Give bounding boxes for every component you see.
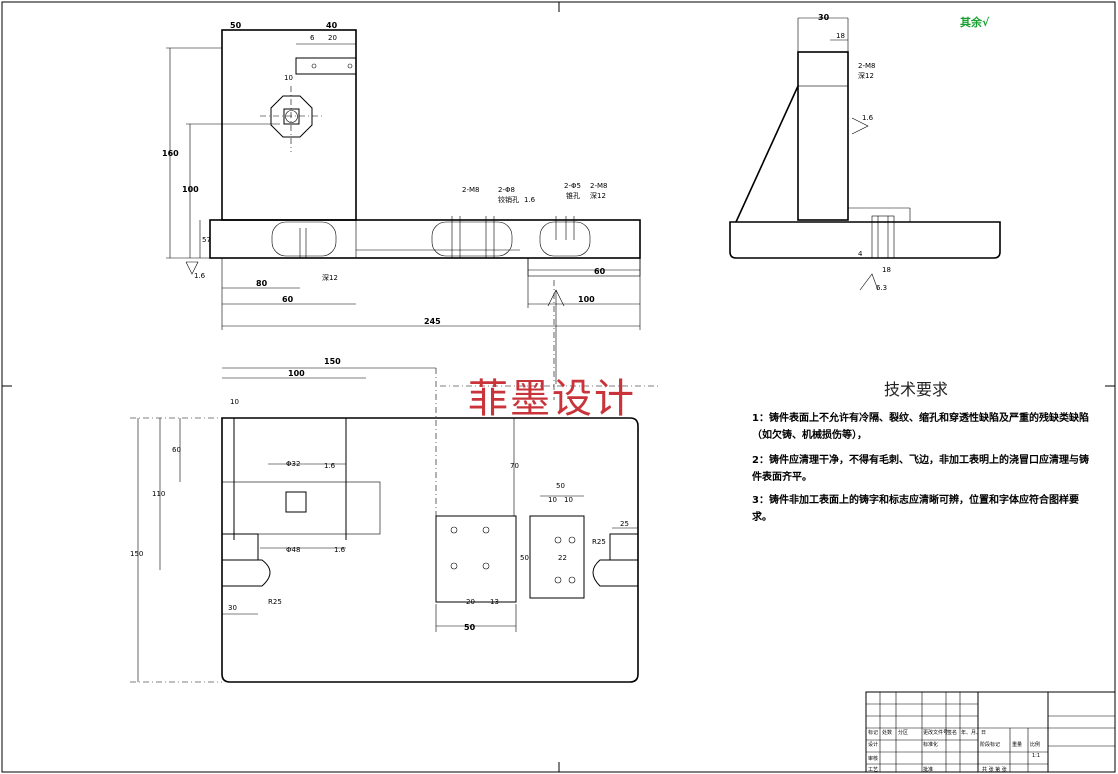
tech-requirements-title: 技术要求 — [884, 380, 949, 399]
dim-label: Φ32 — [286, 460, 300, 468]
dim-label: 22 — [558, 554, 567, 562]
dim-label: 深12 — [322, 273, 338, 282]
dim-label: 40 — [326, 21, 338, 30]
title-block-cell: 比例 — [1030, 742, 1041, 748]
title-block-cell: 签名 — [947, 730, 958, 736]
title-block-cell: 年、月、日 — [961, 730, 987, 736]
title-block-cell: 设计 — [868, 742, 879, 748]
tech-requirement-item: 2：铸件应清理干净，不得有毛刺、飞边，非加工表明上的浇冒口应清理与铸件表面齐平。 — [752, 455, 1089, 483]
dim-label: 50 — [230, 21, 242, 30]
dim-label: 1.6 — [324, 462, 336, 470]
dim-label: 1.6 — [194, 272, 206, 280]
dim-label: 20 — [328, 34, 337, 42]
dim-label: 1.6 — [334, 546, 346, 554]
front-view — [166, 29, 660, 400]
title-block-cell: 共 张 第 张 — [982, 767, 1007, 773]
dim-label: 10 — [230, 398, 239, 406]
dim-label: 70 — [510, 462, 519, 470]
dim-label: 30 — [818, 13, 830, 22]
dim-label: 150 — [130, 550, 143, 558]
dim-label: 80 — [256, 279, 268, 288]
dim-label: 10 — [548, 496, 557, 504]
dim-label: 深12 — [590, 191, 606, 200]
title-block-grid — [865, 691, 1116, 773]
dim-label: 100 — [288, 369, 305, 378]
dim-label: 1.6 — [862, 114, 874, 122]
title-block-cell: 阶段标记 — [980, 742, 1001, 748]
dim-label: 20 — [466, 598, 475, 606]
title-block-cell: 批准 — [923, 767, 934, 773]
dim-label: 1.6 — [524, 196, 536, 204]
dim-label: 锥孔 — [566, 191, 580, 200]
dim-label: 150 — [324, 357, 341, 366]
surface-finish-note: 其余√ — [960, 16, 990, 29]
title-block-cell: 1:1 — [1032, 753, 1041, 759]
dim-label: 50 — [464, 623, 476, 632]
dim-label: 6 — [310, 34, 315, 42]
dim-label: 铰销孔 — [498, 195, 519, 204]
dim-label: 60 — [594, 267, 606, 276]
tech-requirement-item: 1：铸件表面上不允许有冷隔、裂纹、缩孔和穿透性缺陷及严重的残缺类缺陷（如欠铸、机… — [752, 413, 1089, 441]
dim-label: 100 — [182, 185, 199, 194]
dim-label: 10 — [564, 496, 573, 504]
tech-requirement-item: 3：铸件非加工表面上的铸字和标志应清晰可辨，位置和字体应符合图样要求。 — [752, 495, 1079, 523]
dim-label: 10 — [284, 74, 293, 82]
dim-label: 100 — [578, 295, 595, 304]
title-block-cell: 更改文件号 — [923, 730, 949, 736]
dim-label: Φ48 — [286, 546, 300, 554]
watermark-text: 菲墨设计 — [468, 376, 636, 422]
title-block-cell: 标记 — [868, 730, 879, 736]
dim-label: 4 — [858, 250, 863, 258]
dim-label: 2-Φ8 — [498, 186, 515, 194]
dim-label: 2-M8 — [462, 186, 479, 194]
plan-view — [130, 367, 639, 683]
dim-label: 25 — [620, 520, 629, 528]
dim-label: R25 — [592, 538, 606, 546]
dim-label: 13 — [490, 598, 499, 606]
title-block-cell: 重量 — [1012, 742, 1023, 748]
dim-label: R25 — [268, 598, 282, 606]
dim-label: 2-M8 — [858, 62, 875, 70]
title-block-cell: 审核 — [868, 756, 879, 762]
dim-label: 50 — [556, 482, 565, 490]
dim-label: 深12 — [858, 71, 874, 80]
dim-label: 18 — [836, 32, 845, 40]
dim-label: 18 — [882, 266, 891, 274]
dim-label: 2-M8 — [590, 182, 607, 190]
dim-label: 57 — [202, 236, 211, 244]
dim-label: 50 — [520, 554, 529, 562]
dim-label: 2-Φ5 — [564, 182, 581, 190]
dim-label: 60 — [282, 295, 294, 304]
title-block-cell: 标准化 — [923, 742, 939, 748]
title-block-cell: 处数 — [882, 730, 893, 736]
title-block-cell: 工艺 — [868, 767, 879, 773]
side-view — [729, 17, 1001, 291]
dimension-labels: 50 40 6 20 10 160 100 57 1.6 80 60 245 2… — [130, 13, 891, 632]
dim-label: 60 — [172, 446, 181, 454]
title-block-cell: 分区 — [898, 730, 909, 736]
dim-label: 160 — [162, 149, 179, 158]
dim-label: 110 — [152, 490, 165, 498]
dim-label: 245 — [424, 317, 441, 326]
dim-label: 6.3 — [876, 284, 887, 292]
dim-label: 30 — [228, 604, 237, 612]
